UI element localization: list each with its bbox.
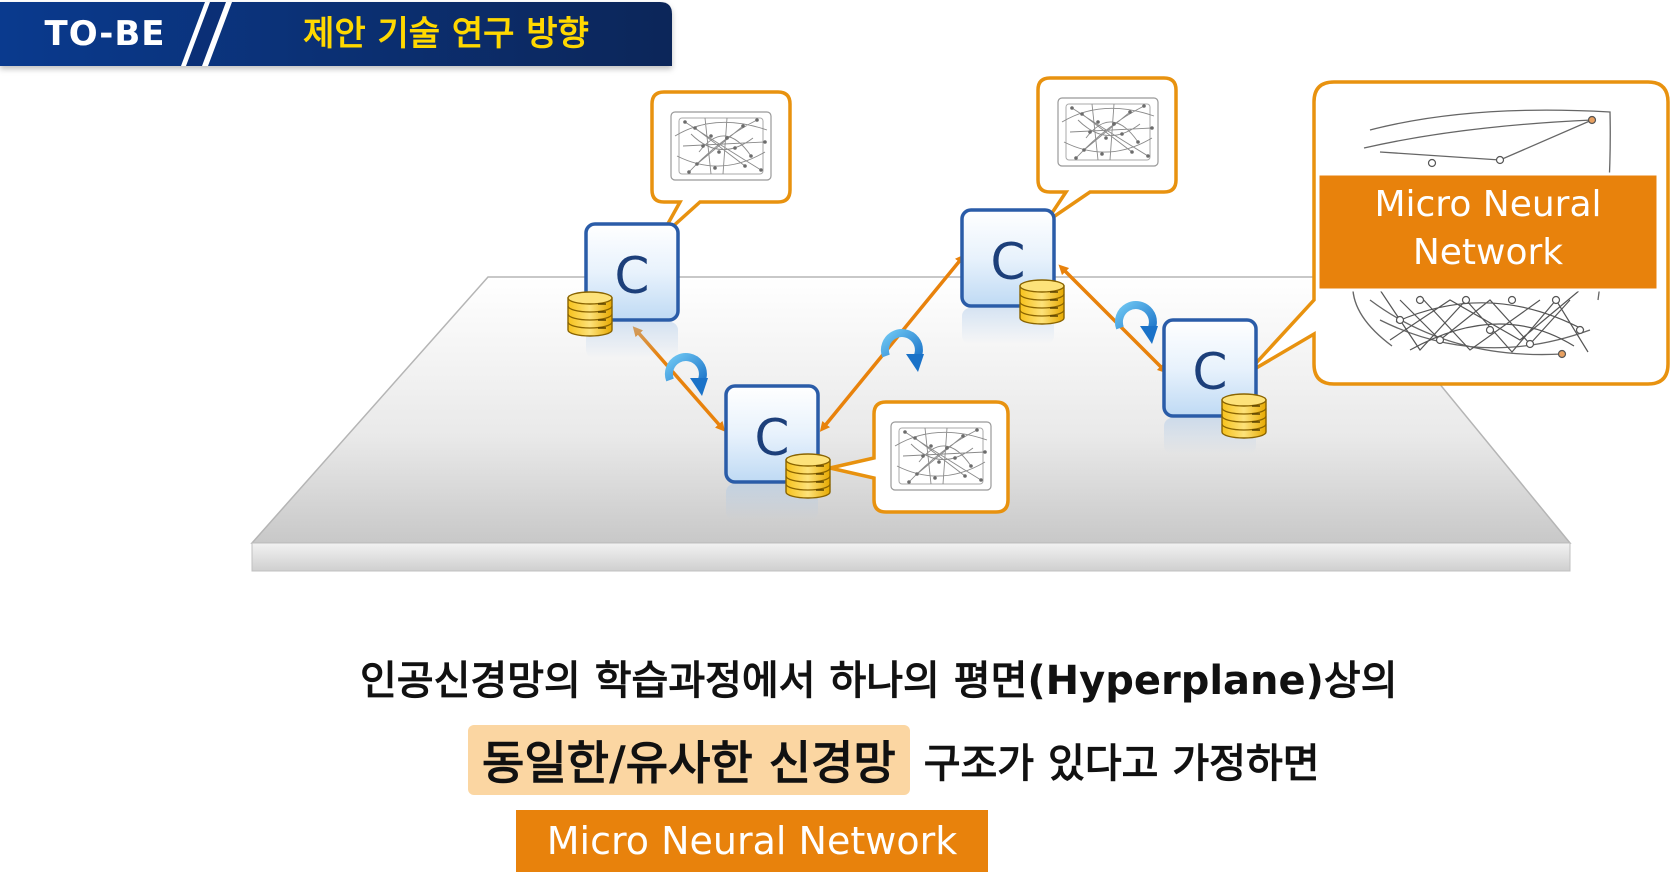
connection-arrow-3-4 [1058, 264, 1168, 374]
callout-network-3 [1036, 76, 1178, 224]
header-banner: TO-BE 제안 기술 연구 방향 [0, 0, 680, 74]
node-c-3: C [960, 208, 1065, 344]
micro-neural-network-label-line1: Micro Neural [1374, 184, 1601, 225]
node-letter: C [1193, 343, 1228, 401]
callout-micro-neural-network: Micro Neural Network [1244, 80, 1670, 386]
caption-highlight: 동일한/유사한 신경망 [468, 725, 910, 795]
coin-stack-icon [567, 291, 613, 337]
node-c-4: C [1162, 318, 1267, 454]
caption-line-2: 동일한/유사한 신경망 구조가 있다고 가정하면 [468, 720, 1320, 800]
node-letter: C [991, 233, 1026, 291]
connection-arrow-2-3 [819, 254, 966, 432]
header-title: 제안 기술 연구 방향 [303, 14, 589, 54]
micro-neural-network-label-box [1316, 172, 1660, 292]
node-letter: C [615, 247, 650, 305]
node-c-1: C [567, 222, 680, 358]
node-letter: C [755, 409, 790, 467]
coin-stack-icon [1221, 393, 1267, 439]
caption-line-2-rest: 구조가 있다고 가정하면 [923, 741, 1320, 787]
header-tag: TO-BE [44, 14, 166, 54]
coin-stack-icon [785, 453, 831, 499]
callout-network-1 [650, 90, 792, 240]
micro-neural-network-label-line2: Network [1413, 232, 1563, 273]
header-banner-shape [0, 2, 672, 66]
micro-neural-network-caption-label: Micro Neural Network [516, 810, 988, 872]
caption-line-1: 인공신경망의 학습과정에서 하나의 평면(Hyperplane)상의 [360, 658, 1398, 704]
node-c-2: C [724, 384, 831, 520]
callout-network-2 [829, 400, 1010, 514]
coin-stack-icon [1019, 279, 1065, 325]
